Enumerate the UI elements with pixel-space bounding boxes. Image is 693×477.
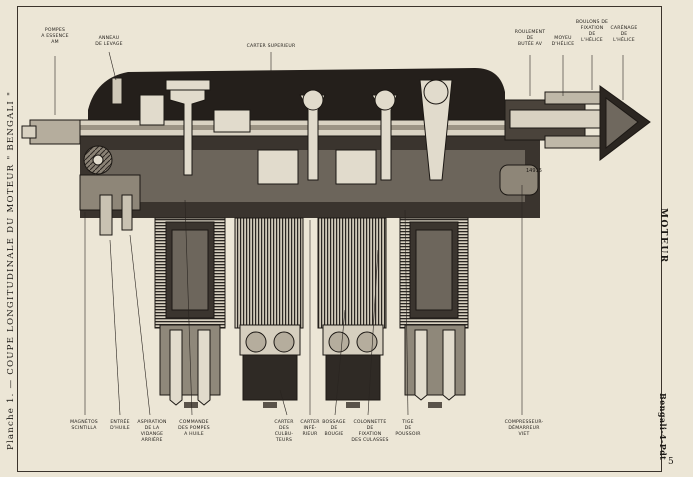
- page-number: 5: [668, 457, 674, 467]
- label-propeller-hub: MOYEU D'HÉLICE: [551, 36, 575, 47]
- label-fuel-pumps: POMPES A ESSENCE AM: [41, 28, 69, 45]
- label-rocker-housing: CARTER DES CULBU- TEURS: [274, 420, 294, 443]
- label-lifting-ring: ANNEAU DE LEVAGE: [95, 36, 123, 47]
- label-oil-pump-drive: COMMANDE DES POMPES A HUILE: [178, 420, 210, 437]
- label-propeller-spinner: CARÉNAGE DE L'HÉLICE: [610, 26, 638, 43]
- label-head-studs: COLONNETTE DE FIXATION DES CULASSES: [351, 420, 389, 443]
- label-oil-inlet: ENTRÉE D'HUILE: [110, 420, 130, 431]
- label-starter-compressor: COMPRESSEUR- DÉMARREUR VIET: [504, 420, 544, 437]
- label-magnetos: MAGNÉTOS SCINTILLA: [70, 420, 98, 431]
- label-upper-crankcase: CARTER SUPERIEUR: [246, 44, 296, 49]
- figure-number: 14915: [526, 168, 542, 174]
- label-thrust-bearing: ROULEMENT DE BUTÉE AV: [514, 30, 546, 47]
- label-propeller-bolts: BOULONS DE FIXATION DE L'HÉLICE: [575, 20, 609, 43]
- label-rear-drain: ASPIRATION DE LA VIDANGE ARRIÈRE: [137, 420, 167, 443]
- label-spark-plug-boss: BOSSAGE DE BOUGIE: [322, 420, 346, 437]
- label-pushrod: TIGE DE POUSSOIR: [395, 420, 421, 437]
- label-lower-crankcase: CARTER INFÉ- RIEUR: [300, 420, 320, 437]
- plate-frame: [17, 6, 662, 472]
